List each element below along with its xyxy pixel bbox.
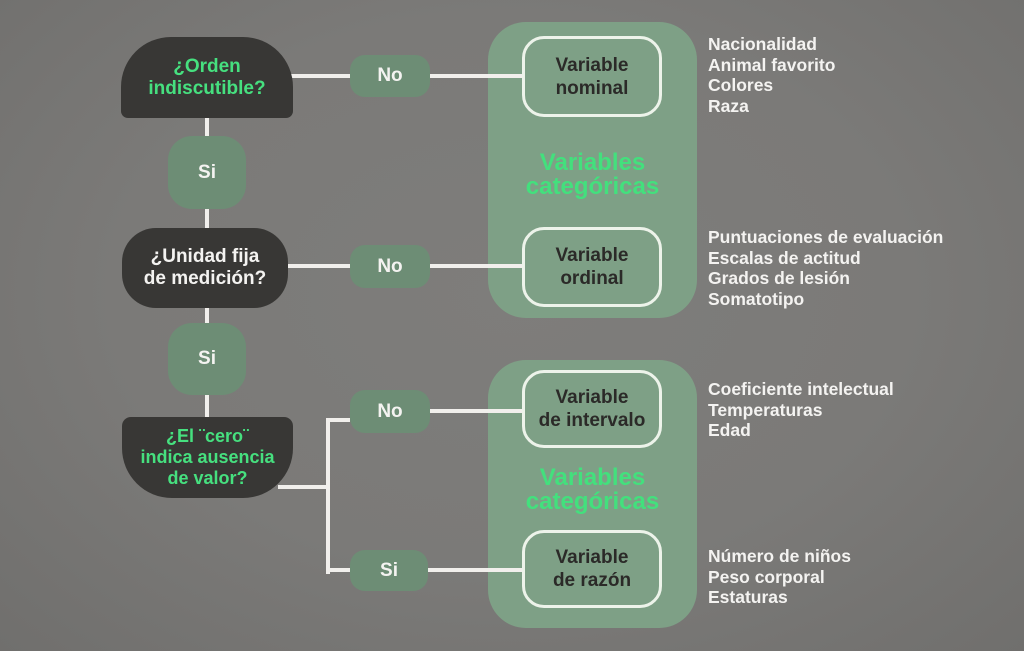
question-line: indiscutible? [148,77,266,99]
variable-name-line: Variable [555,547,629,568]
connector-q1-si [205,115,209,140]
question-box-orden-indiscutible: ¿Orden indiscutible? [121,37,293,118]
panel-title-top: Variables categóricas [488,151,697,199]
answer-label: Si [198,161,216,183]
connector-no-intervalo [430,409,525,413]
connector-q3-branch [278,485,330,489]
variable-name: Variable de razón [553,546,631,592]
answer-label: No [377,255,403,277]
variable-box-nominal: Variable nominal [522,36,662,117]
question-box-cero-ausencia: ¿El ¨cero¨ indica ausencia de valor? [122,417,293,498]
question-text: ¿Orden indiscutible? [148,56,265,100]
variable-name: Variable ordinal [556,244,629,290]
variable-name-line: Variable [555,54,629,76]
panel-title-bottom: Variables categóricas [488,466,697,514]
question-text: ¿El ¨cero¨ indica ausencia de valor? [140,426,274,489]
answer-no-2: No [350,245,430,288]
variable-name-line: de razón [552,570,632,591]
question-line: de valor? [167,468,248,488]
example-item: Temperaturas [708,399,823,420]
panel-title-line: Variables [539,149,646,176]
panel-title-line: categóricas [525,488,660,515]
variable-name-line: nominal [555,77,629,99]
connector-no-nominal [430,74,525,78]
example-item: Escalas de actitud [708,247,861,268]
variable-name: Variable de intervalo [539,386,646,432]
connector-q1-no [285,74,350,78]
answer-si-1: Si [168,136,246,209]
example-item: Colores [708,75,774,95]
examples-intervalo: Coeficiente intelectual Temperaturas Eda… [708,379,894,441]
connector-q2-no [282,264,350,268]
question-text: ¿Unidad fija de medición? [144,246,266,290]
example-item: Grados de lesión [708,268,850,288]
answer-no-3: No [350,390,430,433]
question-line: ¿Unidad fija [150,246,260,267]
answer-label: Si [380,559,398,581]
example-item: Coeficiente intelectual [708,379,894,399]
example-item: Raza [708,95,749,116]
connector-q2-si [205,305,209,327]
question-line: indica ausencia [140,447,275,467]
example-item: Nacionalidad [708,34,817,54]
question-line: ¿Orden [173,55,241,77]
connector-si-q2 [205,205,209,232]
example-item: Puntuaciones de evaluación [708,227,944,247]
example-item: Peso corporal [708,566,825,587]
answer-label: Si [198,348,216,369]
question-line: ¿El ¨cero¨ [165,426,249,446]
variable-name-line: de intervalo [538,410,646,431]
question-box-unidad-fija: ¿Unidad fija de medición? [122,228,288,308]
answer-label: No [377,65,403,86]
answer-no-1: No [350,55,430,97]
variable-name: Variable nominal [556,54,629,100]
variable-box-intervalo: Variable de intervalo [522,370,662,448]
panel-title-line: categóricas [525,173,660,200]
examples-nominal: Nacionalidad Animal favorito Colores Raz… [708,34,835,116]
variable-box-ordinal: Variable ordinal [522,227,662,307]
variable-name-line: Variable [555,245,629,266]
connector-si-q3 [205,392,209,420]
variable-box-razon: Variable de razón [522,530,662,608]
connector-branch-no [326,418,350,422]
answer-label: No [377,400,403,422]
question-line: de medición? [143,268,267,289]
variable-name-line: ordinal [560,268,624,289]
connector-si-razon [428,568,523,572]
example-item: Estaturas [708,587,788,607]
examples-razon: Número de niños Peso corporal Estaturas [708,546,851,608]
variable-name-line: Variable [555,387,629,408]
example-item: Animal favorito [708,54,836,75]
answer-si-3: Si [350,550,428,591]
connector-no-ordinal [430,264,525,268]
example-item: Número de niños [708,546,851,566]
example-item: Somatotipo [708,288,805,309]
panel-title-line: Variables [539,464,646,491]
answer-si-2: Si [168,323,246,395]
example-item: Edad [708,420,751,440]
examples-ordinal: Puntuaciones de evaluación Escalas de ac… [708,227,943,309]
connector-branch-si [326,568,350,572]
connector-branch-vertical [326,418,330,574]
